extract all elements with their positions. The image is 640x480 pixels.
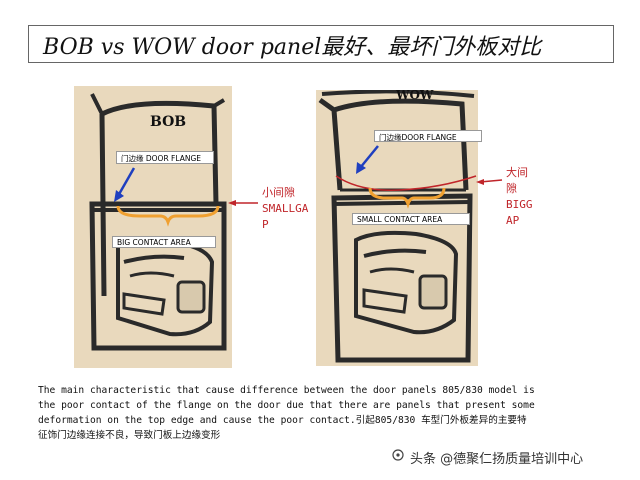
caption-line-4: 征饰门边缘连接不良，导致门板上边缘变形 (38, 430, 221, 441)
page-title: BOB vs WOW door panel最好、最坏门外板对比 (43, 35, 542, 60)
bob-door-photo (74, 86, 232, 368)
wow-gap-label-cn-1: 大间 (506, 166, 528, 179)
bob-door-sketch (89, 93, 227, 351)
wow-gap-label-en-2: AP (506, 214, 520, 227)
wow-flange-label: 门边缘DOOR FLANGE (374, 130, 482, 142)
caption: The main characteristic that cause diffe… (38, 383, 610, 443)
caption-line-2: the poor contact of the flange on the do… (38, 400, 535, 411)
bob-gap-label-en-2: P (262, 218, 269, 231)
wow-gap-arrow (479, 179, 503, 183)
bob-label: BOB (150, 114, 187, 130)
bob-gap-label-en-1: SMALLGA (262, 202, 309, 215)
wow-gap-label-en-1: BIGG (506, 198, 533, 211)
wow-label: WOW (396, 88, 434, 102)
wow-contact-label: SMALL CONTACT AREA (352, 213, 470, 225)
bob-contact-label: BIG CONTACT AREA (112, 236, 216, 248)
watermark: 头条 @德聚仁扬质量培训中心 (410, 452, 584, 467)
caption-line-3: deformation on the top edge and cause th… (38, 415, 527, 426)
title-bar: BOB vs WOW door panel最好、最坏门外板对比 (28, 25, 614, 63)
bob-flange-label: 门边缘 DOOR FLANGE (116, 151, 214, 164)
toutiao-logo-icon (392, 449, 404, 461)
caption-line-1: The main characteristic that cause diffe… (38, 385, 535, 396)
bob-gap-label-cn: 小间隙 (262, 186, 295, 199)
wow-gap-label-cn-2: 隙 (506, 182, 517, 195)
